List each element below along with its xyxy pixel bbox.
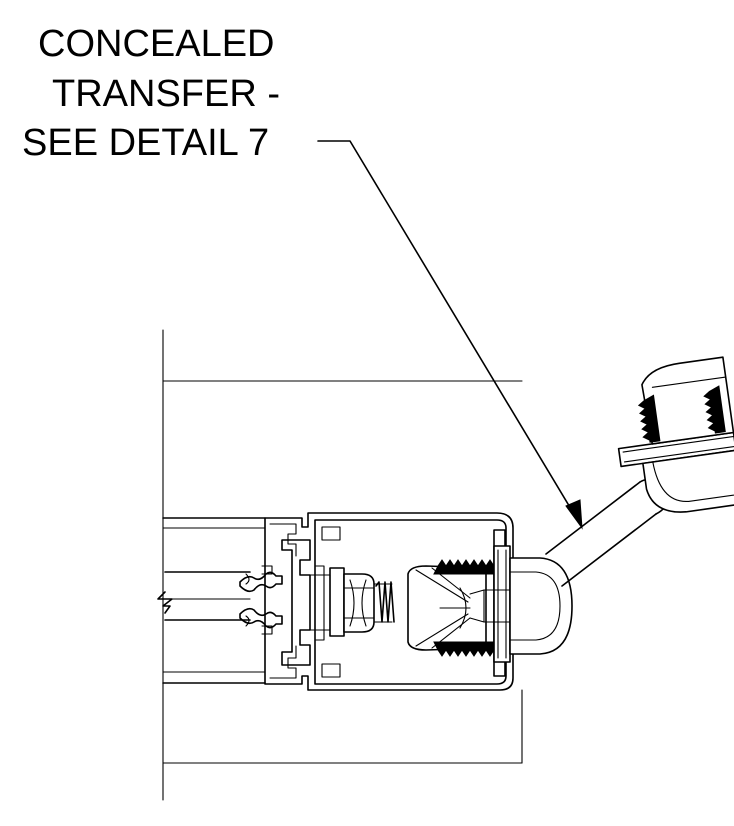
glass-panel [157, 517, 266, 684]
spider-fitting-left [407, 545, 573, 663]
thread-upper [433, 559, 499, 575]
callout-line-3: SEE DETAIL 7 [22, 122, 270, 164]
bolt-assembly [329, 567, 395, 637]
callout-leader [317, 140, 583, 530]
callout-line-1: CONCEALED [38, 23, 275, 65]
leader-arrowhead [565, 499, 583, 530]
spider-fitting-right [617, 356, 734, 513]
glazing-gaskets [239, 565, 283, 635]
wall-boundary [162, 329, 523, 801]
thread-lower [433, 641, 499, 657]
callout-line-2: TRANSFER - [52, 73, 280, 115]
break-symbol [157, 591, 173, 614]
bolt-thread [373, 581, 395, 623]
mullion-extrusion [264, 512, 514, 691]
